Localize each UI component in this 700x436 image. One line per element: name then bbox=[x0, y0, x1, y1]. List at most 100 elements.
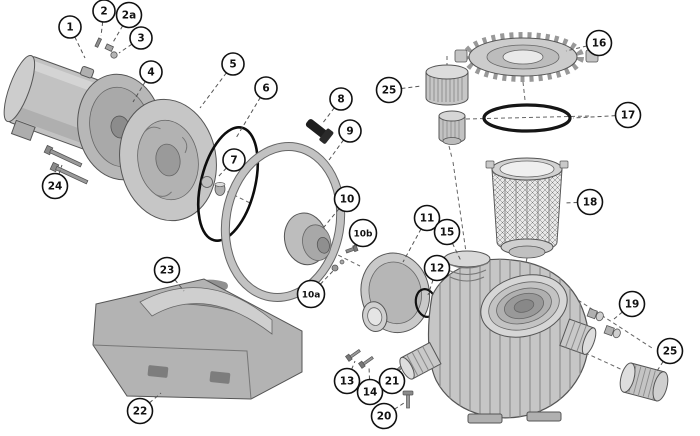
callout-label: 7 bbox=[230, 155, 237, 167]
callout-label: 2 bbox=[100, 6, 107, 18]
callout-label: 9 bbox=[346, 126, 353, 138]
callout-2: 2 bbox=[92, 0, 116, 37]
callout-label: 6 bbox=[262, 83, 269, 95]
callout-leader-line bbox=[149, 392, 162, 404]
callout-circle bbox=[41, 172, 69, 200]
callout-13: 13 bbox=[333, 360, 361, 395]
callout-leader-line bbox=[100, 21, 104, 37]
callout-21: 21 bbox=[378, 367, 406, 395]
callout-circle bbox=[254, 76, 278, 100]
callout-10a: 10a bbox=[296, 270, 334, 309]
callout-circle bbox=[329, 87, 353, 111]
callout-leader-line bbox=[351, 360, 356, 370]
callout-leader-line bbox=[565, 45, 587, 52]
callout-leader-line bbox=[351, 243, 356, 250]
union-fitting-top-illustration bbox=[425, 64, 469, 145]
callout-17: 17 bbox=[572, 101, 642, 129]
callout-leader-line bbox=[401, 85, 422, 89]
pump-housing-illustration bbox=[399, 250, 597, 424]
callout-label: 19 bbox=[625, 299, 640, 311]
callout-label: 21 bbox=[385, 376, 400, 388]
callout-leader-line bbox=[58, 164, 63, 175]
drain-plugs-illustration bbox=[586, 307, 621, 339]
callout-label: 17 bbox=[621, 110, 636, 122]
callout-leader-line bbox=[323, 208, 340, 228]
union-fitting-bottom-illustration bbox=[619, 362, 669, 402]
diffuser-illustration bbox=[360, 252, 431, 334]
callout-18: 18 bbox=[563, 188, 604, 216]
callout-label: 25 bbox=[382, 85, 397, 97]
callout-14: 14 bbox=[356, 365, 384, 406]
callout-label: 18 bbox=[583, 197, 598, 209]
callout-leader-line bbox=[402, 228, 422, 263]
callout-circle bbox=[153, 256, 181, 284]
callout-circle bbox=[656, 337, 684, 365]
callout-25: 25 bbox=[375, 76, 422, 104]
motor-studs-illustration bbox=[94, 37, 118, 59]
callout-label: 10b bbox=[354, 230, 374, 240]
callout-22: 22 bbox=[126, 392, 162, 425]
callout-20: 20 bbox=[370, 402, 405, 430]
callout-leader-line bbox=[321, 107, 335, 125]
callout-circle bbox=[370, 402, 398, 430]
callout-leader-line bbox=[563, 201, 578, 204]
callout-label: 25 bbox=[663, 346, 678, 358]
shaft-seal-illustration bbox=[201, 176, 226, 196]
impeller-washer-small-illustration bbox=[339, 259, 345, 265]
callout-leader-line bbox=[427, 279, 434, 296]
callout-9: 9 bbox=[328, 119, 362, 161]
callout-24: 24 bbox=[41, 164, 69, 200]
callout-label: 23 bbox=[160, 265, 175, 277]
strainer-pot-opening-illustration bbox=[480, 274, 568, 338]
callout-leader-line bbox=[132, 81, 146, 103]
callout-leader-line bbox=[328, 139, 344, 161]
callout-16: 16 bbox=[565, 29, 613, 57]
callout-circle bbox=[296, 279, 326, 309]
callout-leader-line bbox=[319, 270, 334, 285]
callout-leader-line bbox=[199, 72, 227, 109]
callout-label: 14 bbox=[363, 387, 378, 399]
callout-circle bbox=[585, 29, 613, 57]
callout-circle bbox=[115, 1, 143, 29]
callout-circle bbox=[356, 378, 384, 406]
callout-leader-line bbox=[174, 279, 185, 292]
callout-2a: 2a bbox=[111, 1, 143, 45]
callout-circle bbox=[338, 119, 362, 143]
callout-7: 7 bbox=[216, 148, 246, 179]
callout-10b: 10b bbox=[348, 218, 378, 250]
callout-circle bbox=[139, 60, 163, 84]
callout-label: 5 bbox=[229, 59, 236, 71]
callout-circle bbox=[126, 397, 154, 425]
seal-plate-illustration bbox=[119, 98, 217, 222]
impeller-illustration bbox=[283, 212, 359, 272]
callout-6: 6 bbox=[235, 76, 278, 139]
callout-leader-line bbox=[656, 361, 664, 372]
callout-10: 10 bbox=[323, 185, 361, 228]
callout-11: 11 bbox=[402, 204, 441, 263]
callout-circle bbox=[433, 218, 461, 246]
callout-leader-line bbox=[216, 167, 227, 179]
callout-3: 3 bbox=[118, 26, 153, 54]
callout-label: 24 bbox=[48, 181, 63, 193]
callout-circle bbox=[576, 188, 604, 216]
callout-label: 13 bbox=[340, 376, 355, 388]
callout-leader-line bbox=[118, 43, 133, 54]
callout-leader-line bbox=[111, 25, 124, 45]
callout-circle bbox=[92, 0, 116, 23]
callout-leader-line bbox=[451, 243, 462, 262]
callout-circle bbox=[423, 254, 451, 282]
callout-4: 4 bbox=[132, 60, 163, 103]
callout-leader-line bbox=[394, 402, 405, 410]
callout-label: 22 bbox=[133, 406, 148, 418]
clamp-knob-illustration bbox=[305, 119, 334, 144]
callout-label: 2a bbox=[122, 10, 136, 22]
callout-label: 20 bbox=[377, 411, 392, 423]
callout-25: 25 bbox=[656, 337, 684, 372]
callout-leader-line bbox=[572, 115, 616, 119]
callout-circle bbox=[333, 367, 361, 395]
callout-circle bbox=[129, 26, 153, 50]
callout-19: 19 bbox=[613, 290, 646, 320]
